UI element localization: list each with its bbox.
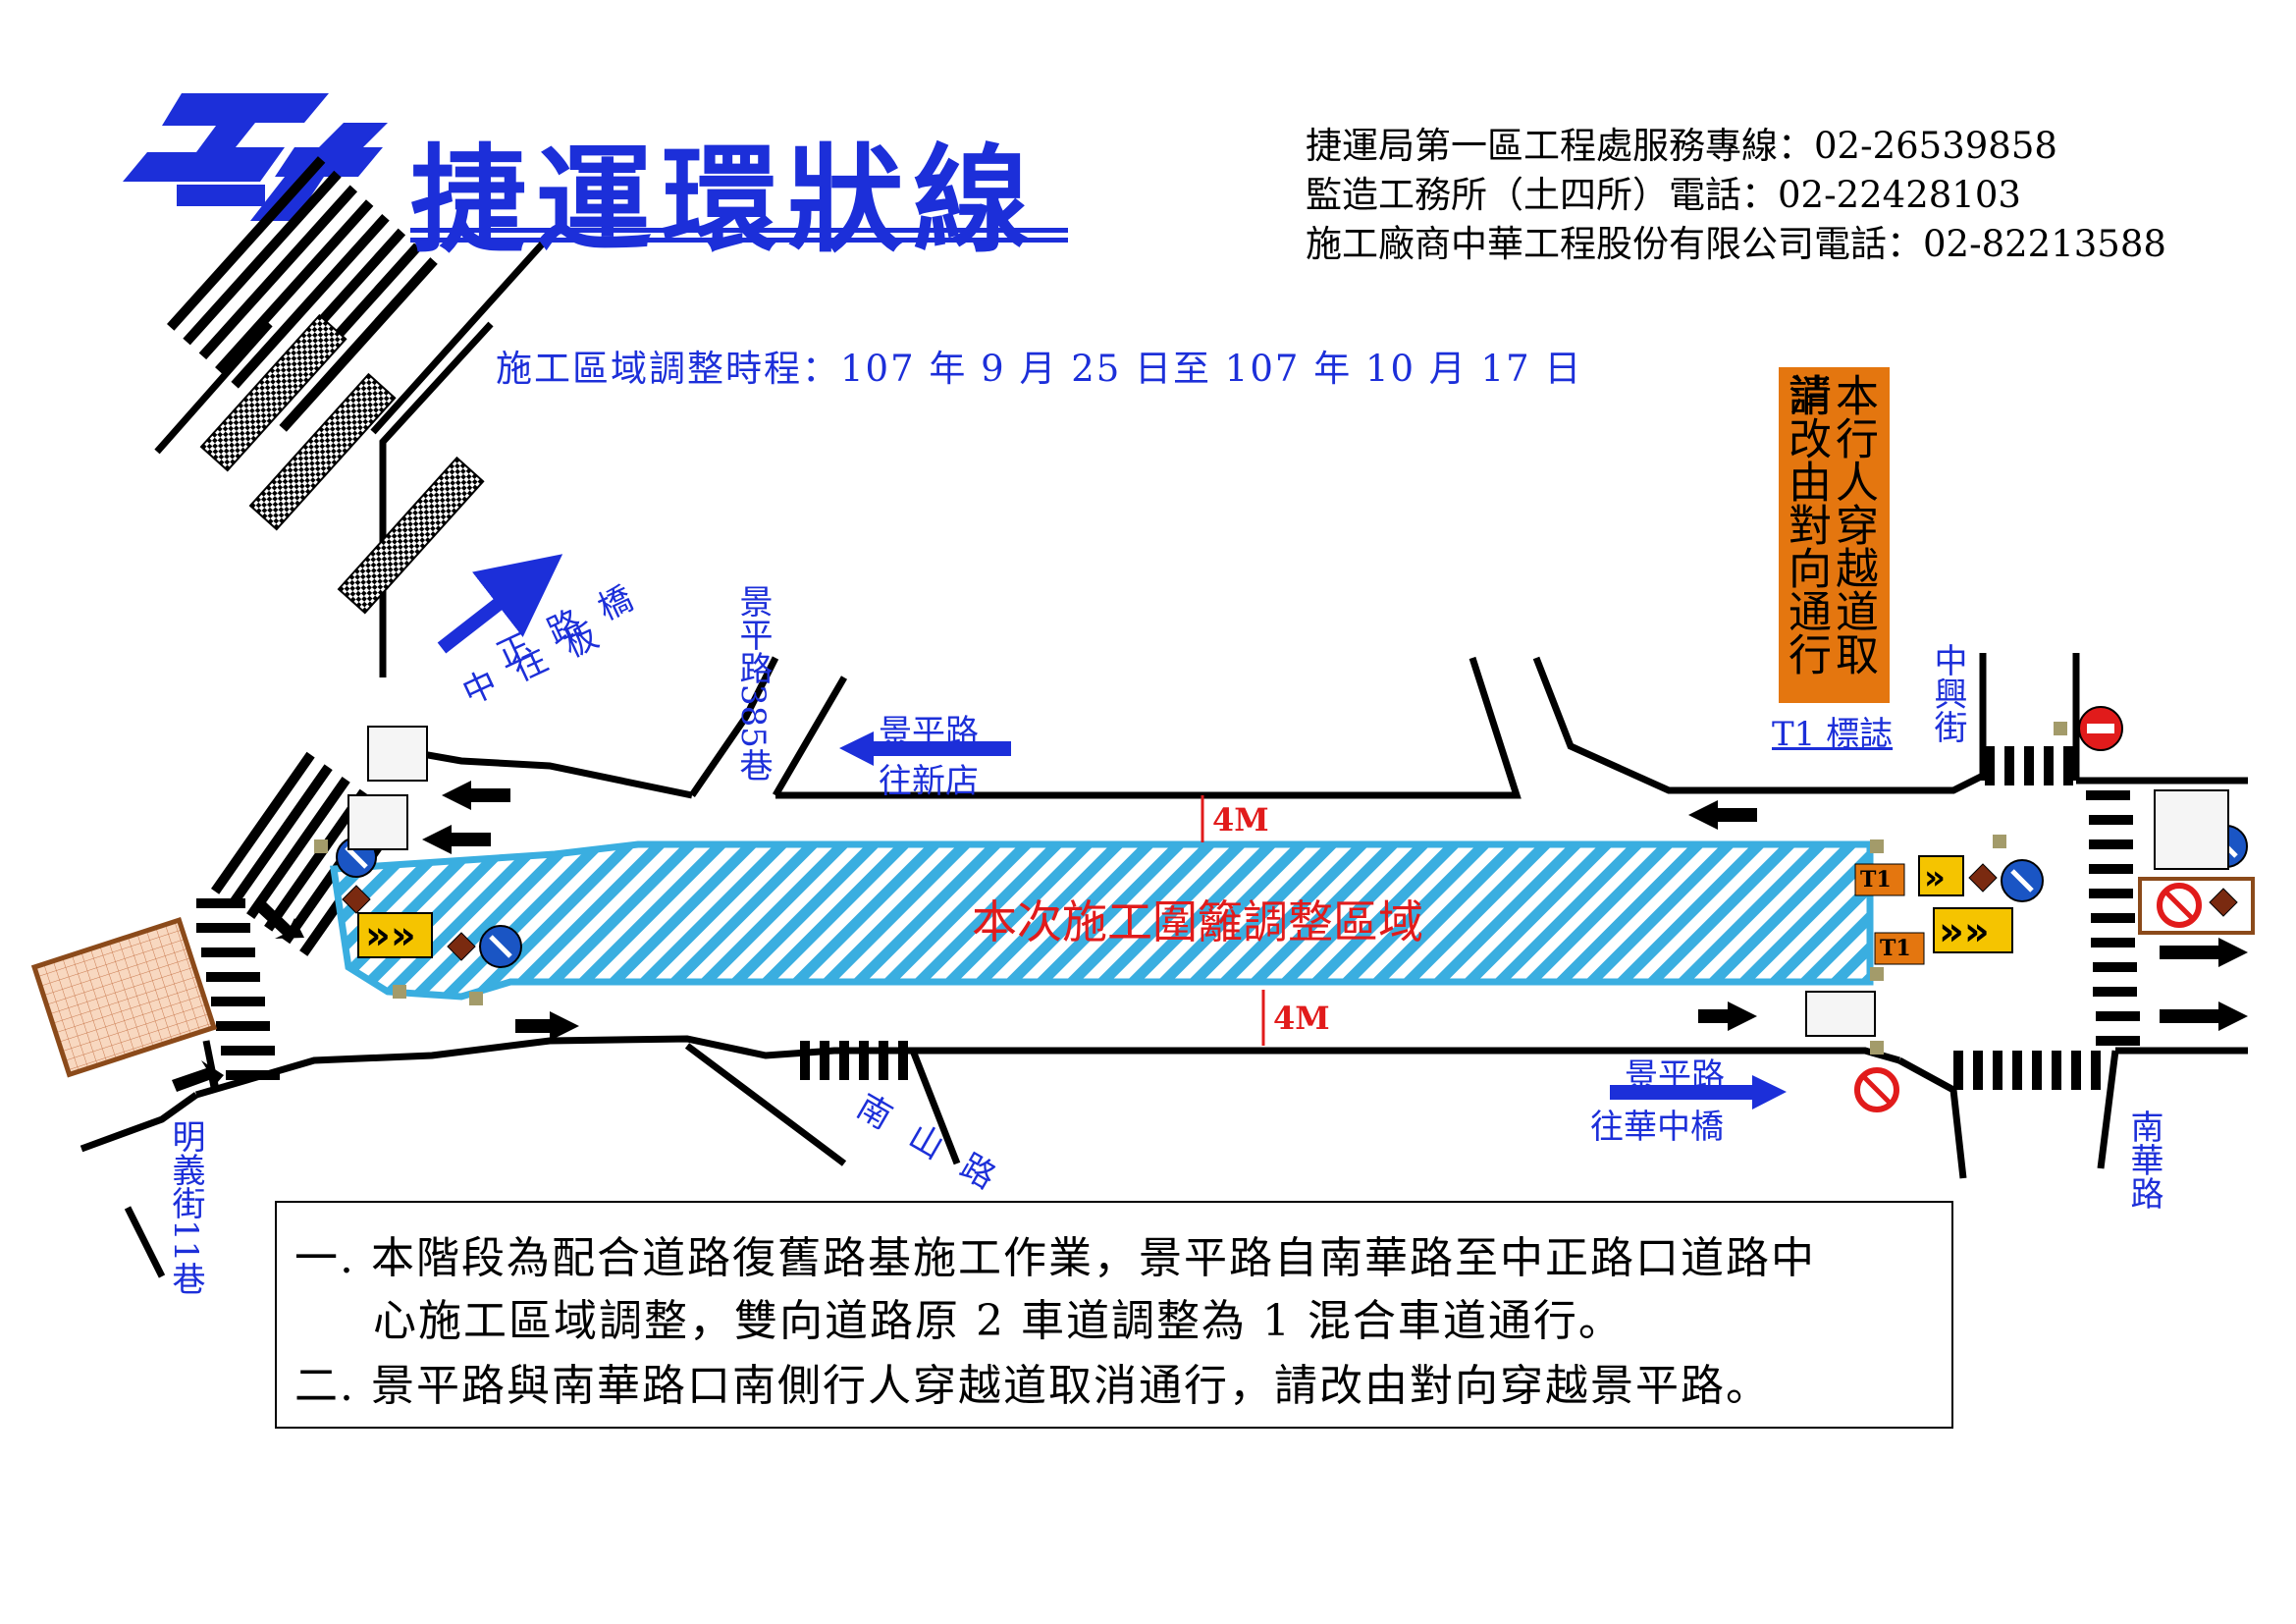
construction-zone-label: 本次施工圍籬調整區域 [972, 895, 1423, 948]
construction-schedule: 施工區域調整時程：107 年 9 月 25 日至 107 年 10 月 17 日 [496, 348, 1583, 390]
warning-diamond-icon [2209, 888, 2238, 917]
page-title: 捷運環狀線 [410, 133, 1040, 268]
svg-text:»: » [1924, 858, 1946, 897]
road-label-zhongxing: 中興街 [1928, 643, 1967, 743]
warning-diamond-icon [447, 932, 476, 961]
contact-line-2: 監造工務所（土四所）電話：02-22428103 [1306, 174, 2021, 216]
notes-box: 一. 本階段為配合道路復舊路基施工作業，景平路自南華路至中正路口道路中 心施工區… [275, 1201, 1953, 1429]
lane-width-arrows [1201, 795, 1265, 1046]
chevron-sign-icon: »» [1933, 907, 2013, 954]
lane-width-top: 4M [1212, 801, 1269, 839]
no-u-turn-sign-icon [2157, 883, 2202, 928]
note-line-2: 心施工區域調整，雙向道路原 2 車道調整為 1 混合車道通行。 [373, 1296, 1624, 1346]
note-line-1: 一. 本階段為配合道路復舊路基施工作業，景平路自南華路至中正路口道路中 [294, 1233, 1816, 1283]
svg-text:»»: »» [1939, 909, 1990, 954]
no-entry-sign-icon [2078, 706, 2123, 751]
notice-line-2: 請改由對向通行 [1781, 373, 1831, 676]
contact-line-1: 捷運局第一區工程處服務專線：02-26539858 [1306, 125, 2057, 167]
warning-diamond-icon [342, 885, 371, 914]
info-panel-icon [1805, 991, 1876, 1037]
road-label-zhonghua-2: 往華中橋 [1590, 1108, 1724, 1147]
road-label-xindian-2: 往新店 [879, 762, 979, 801]
road-edges [80, 233, 2248, 1278]
road-label-nanhua: 南華路 [2124, 1110, 2163, 1210]
construction-zone [329, 840, 1874, 1001]
road-label-xindian-1: 景平路 [879, 713, 979, 752]
road-label-mingyi: 明義街11巷 [166, 1119, 205, 1296]
building-plot [30, 916, 218, 1078]
nw-lane-markings [199, 313, 485, 615]
t1-sign-icon [1854, 863, 1905, 896]
t1-sign-link[interactable]: T1 標誌 [1772, 715, 1894, 754]
warning-diamond-icon [1968, 863, 1998, 893]
chevron-sign-icon: » [1918, 855, 1964, 897]
info-panel-icon [367, 726, 428, 782]
title-underline [410, 228, 1068, 243]
traffic-signs: »» » »» [314, 706, 2255, 1112]
note-line-3: 二. 景平路與南華路口南側行人穿越道取消通行，請改由對向穿越景平路。 [294, 1361, 1771, 1411]
no-u-turn-sign-icon [1854, 1067, 1899, 1112]
info-panel-icon [347, 794, 408, 850]
chevron-sign-icon: »» [357, 912, 433, 958]
keep-right-sign-icon [479, 925, 522, 968]
keep-right-sign-icon [2001, 859, 2044, 902]
t1-sign-icon [1874, 932, 1925, 965]
notice-line-1: 本行人穿越道取消 [1781, 373, 1878, 676]
info-panel-icon [2154, 789, 2229, 870]
direction-arrow-icons [437, 554, 1787, 1110]
road-label-jingping-385: 景平路385巷 [733, 584, 773, 782]
lane-width-bottom: 4M [1273, 1000, 1330, 1037]
crosswalk-notice-box: 本行人穿越道取消 請改由對向通行 [1779, 367, 1890, 703]
svg-text:»»: »» [365, 913, 416, 958]
fence-post-icon [314, 722, 2067, 1055]
road-label-zhonghua-1: 景平路 [1625, 1056, 1725, 1096]
lane-arrow-icons [172, 781, 2248, 1092]
t1-board-label: T1 [1880, 936, 1911, 961]
contact-line-3: 施工廠商中華工程股份有限公司電話：02-82213588 [1306, 223, 2166, 265]
t1-board-label: T1 [1860, 867, 1892, 893]
crosswalks [167, 156, 2140, 1090]
